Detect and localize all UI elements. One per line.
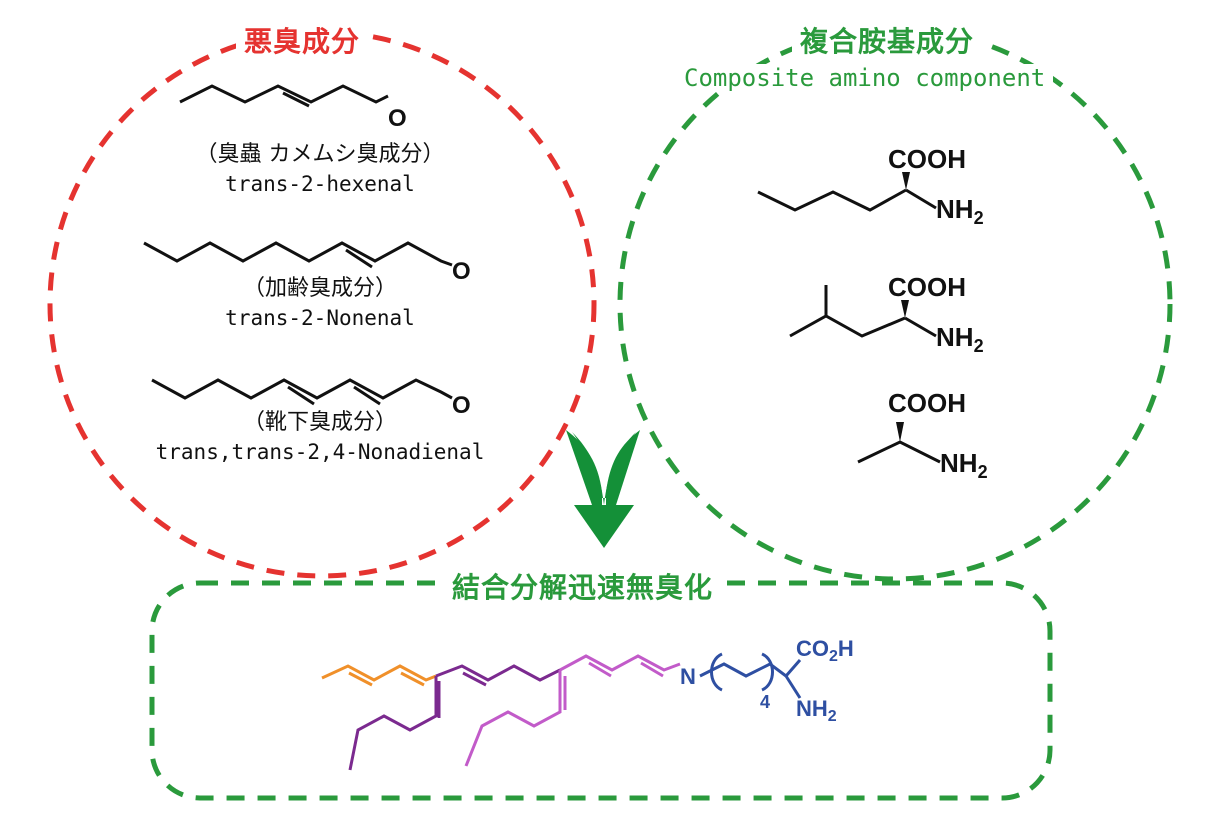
amino-acid-3-cooh: COOH (888, 388, 966, 418)
malodor-title: 悪臭成分 (236, 20, 369, 60)
amino-subtitle: Composite amino component (676, 64, 1054, 92)
nonadienal-oxygen: O (452, 392, 471, 419)
amino-acid-2-wedge (901, 300, 909, 318)
conjugate-n-label: N (680, 664, 696, 689)
hexenal-jp-label: （臭蟲 カメムシ臭成分） (195, 142, 445, 167)
conjugate-blue-segment (699, 652, 802, 699)
amino-acid-1-wedge (902, 172, 910, 190)
malodor-circle (47, 29, 597, 579)
conjugate-purple-segment (348, 664, 561, 771)
amino-acid-3-nh2: NH2 (940, 448, 988, 482)
hexenal-en-label: trans-2-hexenal (225, 172, 415, 196)
amino-acid-2-nh2: NH2 (936, 322, 984, 356)
amino-title: 複合胺基成分 (792, 20, 983, 60)
amino-acid-3-structure (857, 440, 941, 464)
amino-acid-3-wedge (896, 422, 904, 442)
conjugate-co2h-label: CO2H (796, 636, 854, 665)
conjugate-repeat-count: 4 (760, 692, 770, 712)
conjugate-nh2-label: NH2 (796, 696, 837, 725)
reaction-arrow-icon (566, 430, 640, 548)
nonadienal-jp-label: （靴下臭成分） (242, 410, 397, 435)
nonenal-structure (143, 241, 453, 269)
nonadienal-structure (151, 378, 453, 406)
nonadienal-en-label: trans,trans-2,4-Nonadienal (155, 440, 485, 464)
result-box (149, 580, 1053, 801)
nonenal-oxygen: O (452, 258, 471, 285)
conjugate-magenta-segment (464, 654, 681, 767)
amino-acid-1-cooh: COOH (888, 144, 966, 174)
nonenal-en-label: trans-2-Nonenal (225, 306, 415, 330)
amino-acid-1-structure (757, 188, 937, 212)
amino-circle (617, 26, 1173, 582)
nonenal-jp-label: （加齢臭成分） (242, 276, 397, 301)
hexenal-oxygen: O (388, 105, 407, 132)
amino-acid-1-nh2: NH2 (936, 194, 984, 228)
amino-acid-2-structure (789, 285, 937, 338)
conjugate-orange-segment (321, 664, 437, 687)
hexenal-structure (179, 84, 389, 108)
result-title: 結合分解迅速無臭化 (444, 566, 722, 606)
amino-acid-2-cooh: COOH (888, 272, 966, 302)
